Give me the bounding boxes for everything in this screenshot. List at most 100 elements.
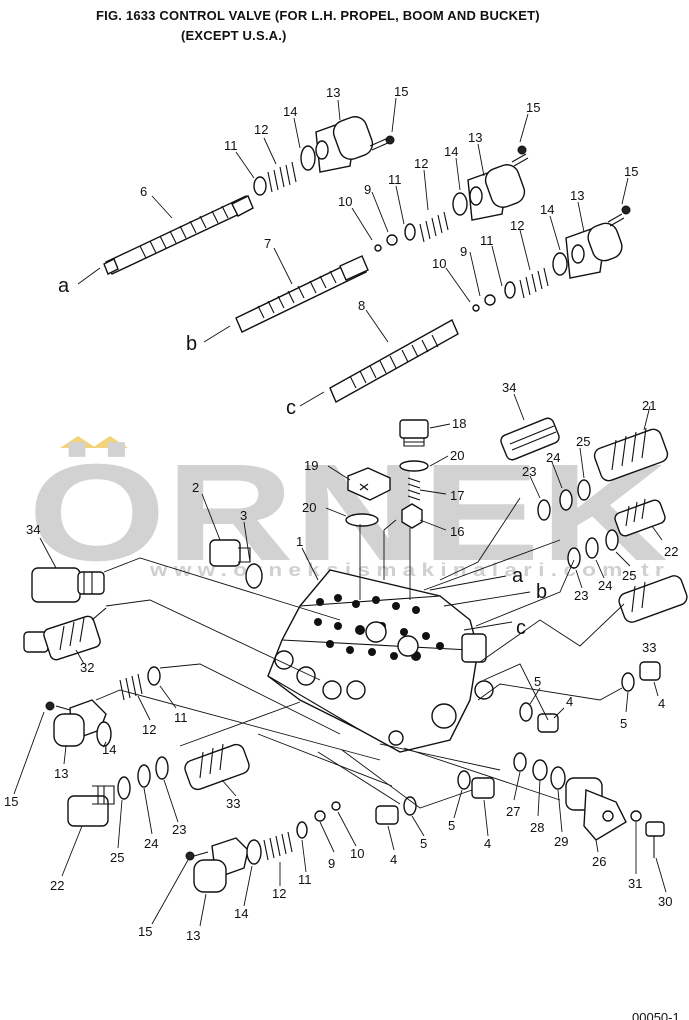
oring-20-top: [399, 460, 429, 472]
callout-18: 18: [452, 416, 466, 431]
watermark-url: www.orneksismakinalari.com.tr: [149, 560, 670, 580]
callout-6: 6: [140, 184, 147, 199]
callout-34: 34: [26, 522, 40, 537]
connector-letter-a-right: a: [512, 565, 524, 587]
flange-26: [565, 777, 627, 841]
callout-24: 24: [546, 450, 560, 465]
spring-set-top-1: [253, 116, 395, 196]
plug-4-bottom: [375, 796, 417, 825]
callout-11: 11: [174, 710, 188, 725]
callout-23: 23: [522, 464, 536, 479]
callout-15: 15: [526, 100, 540, 115]
valve-32: [23, 607, 107, 661]
spring-set-left-1: [45, 666, 161, 747]
plug-18: [399, 419, 429, 447]
plug-22-left: [67, 785, 115, 827]
plug-22-right: [614, 498, 666, 537]
plug-2: [209, 539, 251, 567]
spool-8: [329, 319, 459, 403]
connector-letter-a: a: [58, 275, 70, 297]
oring-27: [513, 752, 527, 772]
callout-24: 24: [144, 836, 158, 851]
callout-10: 10: [350, 846, 364, 861]
watermark-accent-right: [92, 436, 128, 448]
figure-title: FIG. 1633 CONTROL VALVE (FOR L.H. PROPEL…: [96, 8, 540, 23]
watermark: ÖRNEK www.orneksismakinalari.com.tr: [28, 436, 670, 590]
spring-set-top-3: [472, 205, 631, 312]
oring-5-far-right: [621, 672, 635, 692]
watermark-brand: ÖRNEK: [28, 436, 668, 590]
callout-27: 27: [506, 804, 520, 819]
callout-11: 11: [224, 138, 238, 153]
callout-13: 13: [186, 928, 200, 943]
bolt-30: [645, 821, 665, 858]
ring-23-left: [155, 756, 169, 780]
spring-set-top-2: [374, 145, 529, 252]
oring-20-mid: [345, 513, 379, 527]
callout-5: 5: [620, 716, 627, 731]
callout-12: 12: [510, 218, 524, 233]
callout-4: 4: [390, 852, 397, 867]
figure-code: 00050-1: [632, 1010, 680, 1020]
callout-25: 25: [110, 850, 124, 865]
callout-5: 5: [448, 818, 455, 833]
watermark-accent-left: [60, 436, 96, 448]
spring-17: [407, 477, 421, 501]
valve-body: [267, 569, 494, 753]
callout-31: 31: [628, 876, 642, 891]
callout-12: 12: [254, 122, 268, 137]
ring-23-top: [537, 499, 551, 521]
callout-12: 12: [142, 722, 156, 737]
callout-22: 22: [664, 544, 678, 559]
relief-valve-33-right: [618, 575, 688, 623]
callout-7: 7: [264, 236, 271, 251]
callout-11: 11: [298, 872, 312, 887]
callout-24: 24: [598, 578, 612, 593]
callout-10: 10: [338, 194, 352, 209]
callout-9: 9: [328, 856, 335, 871]
callout-20: 20: [450, 448, 464, 463]
callout-23: 23: [574, 588, 588, 603]
callout-2: 2: [192, 480, 199, 495]
figure-subtitle: (EXCEPT U.S.A.): [181, 28, 287, 43]
ring-24-right: [585, 537, 599, 559]
callout-15: 15: [394, 84, 408, 99]
callout-labels: 13 15 14 12 11 6 15 13 14 12 11 9 10 7 1…: [4, 84, 678, 943]
callout-11: 11: [388, 172, 402, 187]
ring-28: [532, 759, 548, 781]
callout-4: 4: [566, 694, 573, 709]
ring-24-top: [559, 489, 573, 511]
callout-29: 29: [554, 834, 568, 849]
ring-29: [550, 766, 566, 790]
relief-valve-21: [593, 427, 669, 482]
connector-letter-c: c: [286, 397, 296, 419]
spool-7: [235, 255, 369, 333]
connector-letter-c-right: c: [516, 617, 526, 639]
plug-4-center: [457, 770, 495, 799]
callout-14: 14: [283, 104, 297, 119]
callout-17: 17: [450, 488, 464, 503]
callout-14: 14: [444, 144, 458, 159]
plug-4-far-right: [639, 661, 661, 681]
callout-15: 15: [138, 924, 152, 939]
callout-9: 9: [364, 182, 371, 197]
callout-14: 14: [234, 906, 248, 921]
callout-9: 9: [460, 244, 467, 259]
callout-13: 13: [570, 188, 584, 203]
oring-5-right: [519, 702, 533, 722]
ring-25-right: [605, 529, 619, 551]
oring-3: [245, 563, 263, 589]
callout-5: 5: [420, 836, 427, 851]
plug-4-right: [537, 713, 559, 733]
relief-valve-34-left: [31, 567, 105, 603]
connector-letters: a b c a b c: [58, 275, 547, 639]
callout-30: 30: [658, 894, 672, 909]
callout-12: 12: [272, 886, 286, 901]
callout-13: 13: [468, 130, 482, 145]
callout-20: 20: [302, 500, 316, 515]
callout-21: 21: [642, 398, 656, 413]
callout-26: 26: [592, 854, 606, 869]
callout-23: 23: [172, 822, 186, 837]
